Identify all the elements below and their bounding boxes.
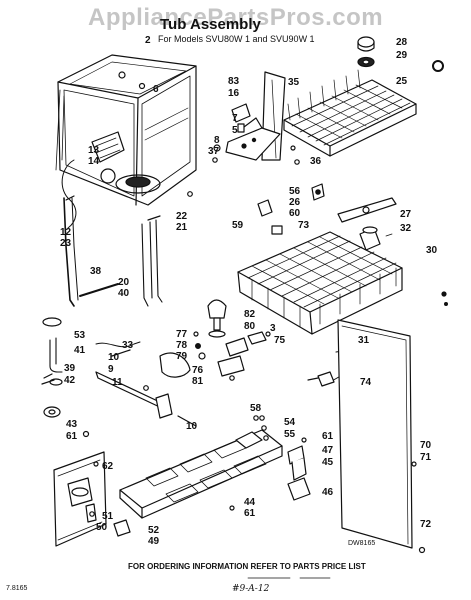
callout-79: 79: [176, 351, 188, 362]
callout-20: 20: [118, 277, 130, 288]
callout-2: 2: [145, 35, 151, 46]
callout-11: 11: [112, 377, 123, 388]
door-panel: [337, 319, 426, 554]
callout-22: 22: [176, 211, 188, 222]
rack-rails: [79, 191, 193, 307]
callout-33: 33: [122, 340, 134, 351]
callout-61-right: 61: [322, 431, 334, 442]
callout-76: 76: [192, 365, 204, 376]
callout-39: 39: [64, 363, 76, 374]
left-fasteners: [43, 406, 90, 438]
callout-51: 51: [102, 511, 114, 522]
callout-8: 8: [214, 135, 220, 146]
callout-81: 81: [192, 376, 204, 387]
base-plate: [119, 415, 283, 519]
float-assembly: [193, 299, 271, 381]
callout-83: 83: [228, 76, 240, 87]
callout-53: 53: [74, 330, 86, 341]
callout-78: 78: [176, 340, 188, 351]
callout-47: 47: [322, 445, 334, 456]
lower-spray-arm: [337, 197, 397, 251]
callout-50: 50: [96, 522, 108, 533]
callout-7: 7: [232, 113, 238, 124]
diagram-subtitle: For Models SVU80W 1 and SVU90W 1: [158, 34, 315, 44]
callout-75: 75: [274, 335, 286, 346]
callout-58: 58: [250, 403, 262, 414]
callout-61-bottom: 61: [244, 508, 256, 519]
callout-61-left: 61: [66, 431, 78, 442]
callout-49: 49: [148, 536, 160, 547]
callout-77: 77: [176, 329, 188, 340]
callout-32: 32: [400, 223, 412, 234]
callout-3: 3: [270, 323, 276, 334]
callout-74: 74: [360, 377, 372, 388]
callout-73: 73: [298, 220, 310, 231]
callout-43: 43: [66, 419, 78, 430]
callout-54: 54: [284, 417, 296, 428]
spray-tower: [212, 71, 286, 163]
callout-23: 23: [60, 238, 72, 249]
side-trim-left: [63, 195, 79, 307]
callout-6: 6: [153, 84, 159, 95]
callout-21: 21: [176, 222, 188, 233]
callout-72: 72: [420, 519, 432, 530]
callout-31: 31: [358, 335, 370, 346]
callout-35: 35: [288, 77, 300, 88]
callout-13: 13: [88, 145, 100, 156]
callout-46: 46: [322, 487, 334, 498]
tub-drawing: [55, 54, 197, 229]
callout-55: 55: [284, 429, 296, 440]
callout-80: 80: [244, 321, 256, 332]
callout-44: 44: [244, 497, 256, 508]
callout-71: 71: [420, 452, 432, 463]
callout-16: 16: [228, 88, 240, 99]
callout-27: 27: [400, 209, 412, 220]
left-bracket: [53, 451, 131, 547]
callout-28: 28: [396, 37, 408, 48]
callout-29: 29: [396, 50, 408, 61]
corner-code: 7.8165: [6, 585, 28, 592]
left-small-parts: [41, 317, 141, 386]
callout-52: 52: [148, 525, 160, 536]
center-small-parts: [257, 145, 325, 235]
ordering-note: FOR ORDERING INFORMATION REFER TO PARTS …: [128, 562, 366, 571]
callout-42: 42: [64, 375, 76, 386]
callout-5: 5: [232, 125, 238, 136]
callout-59: 59: [232, 220, 244, 231]
callout-45: 45: [322, 457, 334, 468]
callout-56: 56: [289, 186, 301, 197]
callout-36: 36: [310, 156, 322, 167]
callout-30: 30: [426, 245, 438, 256]
callout-37: 37: [208, 146, 220, 157]
diagram-title: Tub Assembly: [160, 16, 261, 33]
callout-12: 12: [60, 227, 72, 238]
callout-10-lower: 10: [186, 421, 198, 432]
callout-38: 38: [90, 266, 102, 277]
callout-62: 62: [102, 461, 114, 472]
callout-14: 14: [88, 156, 100, 167]
drawing-code: DW8165: [348, 540, 376, 547]
wash-arm-cap: [357, 36, 444, 72]
callout-9: 9: [108, 364, 114, 375]
watermark: AppliancePartsPros.com: [88, 4, 384, 31]
callout-10-upper: 10: [108, 352, 120, 363]
handwritten-note: #9-A-12: [232, 584, 270, 594]
callout-70: 70: [420, 440, 432, 451]
callout-41: 41: [74, 345, 86, 356]
callout-25: 25: [396, 76, 408, 87]
upper-rack: [283, 69, 417, 157]
callout-60: 60: [289, 208, 301, 219]
callout-82: 82: [244, 309, 256, 320]
switch-bracket: [229, 415, 311, 511]
callout-26: 26: [289, 197, 301, 208]
callout-40: 40: [118, 288, 130, 299]
lower-rack: [237, 231, 403, 335]
hinge-assembly: [95, 349, 197, 427]
